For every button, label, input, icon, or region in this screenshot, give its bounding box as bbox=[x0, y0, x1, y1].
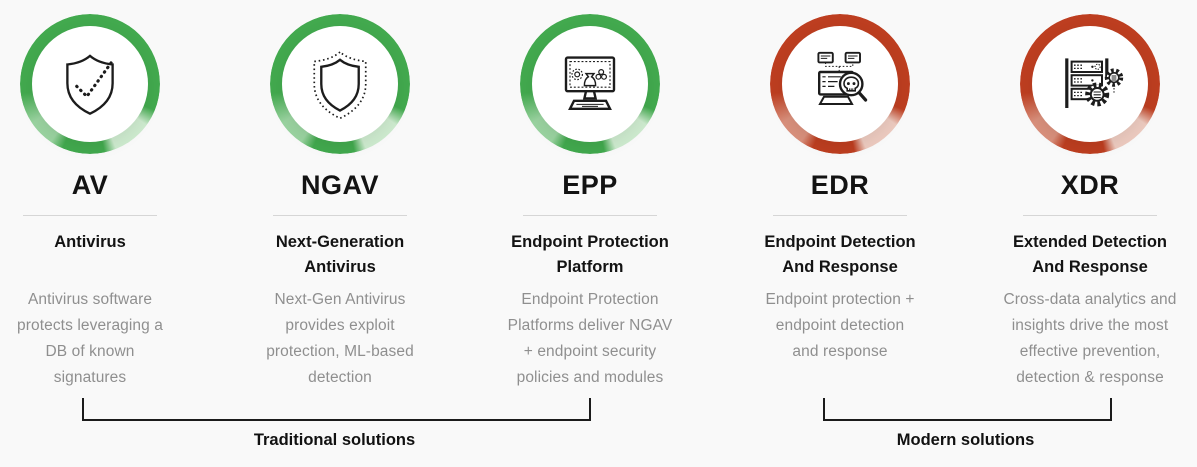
edr-column: EDR Endpoint Detection And Response Endp… bbox=[730, 14, 950, 391]
monitor-threats-icon bbox=[564, 56, 616, 110]
divider-line bbox=[273, 215, 407, 216]
epp-badge bbox=[520, 14, 660, 154]
acronym-title: AV bbox=[71, 170, 109, 200]
double-shield-icon bbox=[313, 50, 367, 120]
subtitle: Extended Detection And Response bbox=[1012, 233, 1168, 276]
monitor-magnifier-skull-icon bbox=[817, 51, 868, 105]
divider-line bbox=[23, 215, 157, 216]
divider-line bbox=[1023, 215, 1157, 216]
divider-line bbox=[773, 215, 907, 216]
solution-columns: AV Antivirus Antivirus software protects… bbox=[0, 14, 1197, 391]
server-gears-icon bbox=[1065, 58, 1124, 108]
description-text: Next-Gen Antivirus provides exploit prot… bbox=[266, 291, 414, 386]
icon-circle bbox=[282, 26, 398, 142]
description-text: Endpoint protection + endpoint detection… bbox=[765, 291, 915, 360]
subtitle: Endpoint Protection Platform bbox=[511, 233, 669, 276]
icon-circle bbox=[32, 26, 148, 142]
av-badge bbox=[20, 14, 160, 154]
acronym-title: NGAV bbox=[300, 170, 379, 200]
ngav-column: NGAV Next-Generation Antivirus Next-Gen … bbox=[230, 14, 450, 391]
traditional-solutions-label: Traditional solutions bbox=[253, 431, 416, 449]
description-text: Antivirus software protects leveraging a… bbox=[17, 291, 163, 386]
acronym-title: EPP bbox=[562, 170, 618, 200]
edr-badge bbox=[770, 14, 910, 154]
divider-line bbox=[523, 215, 657, 216]
traditional-solutions-bracket bbox=[82, 398, 591, 421]
av-column: AV Antivirus Antivirus software protects… bbox=[0, 14, 200, 391]
epp-column: EPP Endpoint Protection Platform Endpoin… bbox=[480, 14, 700, 391]
subtitle: Antivirus bbox=[54, 233, 126, 251]
description-text: Cross-data analytics and insights drive … bbox=[1003, 291, 1177, 386]
acronym-title: XDR bbox=[1060, 170, 1120, 200]
xdr-column: XDR Extended Detection And Response Cros… bbox=[980, 14, 1197, 391]
icon-circle bbox=[782, 26, 898, 142]
modern-solutions-label: Modern solutions bbox=[896, 431, 1035, 449]
description-text: Endpoint Protection Platforms deliver NG… bbox=[507, 291, 673, 386]
icon-circle bbox=[532, 26, 648, 142]
modern-solutions-bracket bbox=[823, 398, 1112, 421]
ngav-badge bbox=[270, 14, 410, 154]
subtitle: Next-Generation Antivirus bbox=[275, 233, 405, 276]
xdr-badge bbox=[1020, 14, 1160, 154]
acronym-title: EDR bbox=[810, 170, 870, 200]
shield-check-icon bbox=[66, 54, 114, 115]
subtitle: Endpoint Detection And Response bbox=[764, 233, 916, 276]
icon-circle bbox=[1032, 26, 1148, 142]
